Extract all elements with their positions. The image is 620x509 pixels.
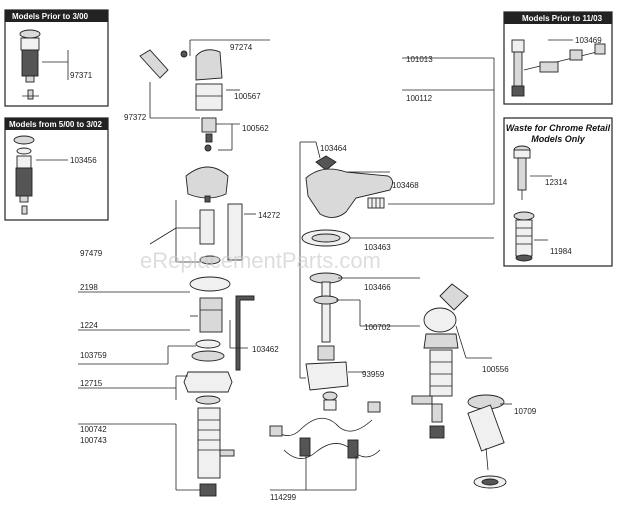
label-103456: 103456 — [70, 156, 97, 165]
inset-chrome-stopper — [513, 145, 531, 200]
label-103468: 103468 — [392, 181, 419, 190]
inset-prior-3-00-title: Models Prior to 3/00 — [12, 12, 89, 21]
inset-5-00-title: Models from 5/00 to 3/02 — [9, 120, 102, 129]
label-12715: 12715 — [80, 379, 103, 388]
inset-prior-11-03-title: Models Prior to 11/03 — [522, 14, 603, 23]
label-10709: 10709 — [514, 407, 537, 416]
spout-assembly — [301, 155, 393, 391]
part-labels: 97274 100567 97372 100562 101013 100112 … — [80, 43, 537, 502]
watermark: eReplacementParts.com — [140, 248, 381, 273]
label-100562: 100562 — [242, 124, 269, 133]
label-1224: 1224 — [80, 321, 98, 330]
handle-assembly — [139, 49, 255, 497]
inset-chrome-title-2: Models Only — [531, 134, 586, 144]
label-100567: 100567 — [234, 92, 261, 101]
inset-from-5-00-to-3-02: Models from 5/00 to 3/02 103456 — [4, 117, 109, 221]
label-11984: 11984 — [550, 247, 572, 256]
inset-prior-11-03: Models Prior to 11/03 103469 — [503, 11, 613, 105]
label-93959: 93959 — [362, 370, 385, 379]
label-100743: 100743 — [80, 436, 107, 445]
supply-hoses — [269, 391, 381, 491]
inset-5-00-cartridge — [13, 135, 35, 215]
label-114299: 114299 — [270, 493, 297, 502]
label-100702: 100702 — [364, 323, 391, 332]
label-103469: 103469 — [575, 36, 602, 45]
label-103759: 103759 — [80, 351, 107, 360]
label-103463: 103463 — [364, 243, 391, 252]
label-12314: 12314 — [545, 178, 568, 187]
popup-drain — [467, 394, 512, 489]
label-100742: 100742 — [80, 425, 107, 434]
label-97479: 97479 — [80, 249, 103, 258]
label-14272: 14272 — [258, 211, 281, 220]
inset-chrome-retail: Waste for Chrome Retail Models Only 1231… — [503, 117, 613, 267]
left-leader-lines — [78, 39, 270, 491]
inset-chrome-drain — [513, 211, 535, 262]
inset-prior-3-00-cartridge — [19, 29, 41, 100]
center-leader-lines — [299, 57, 495, 379]
label-97372: 97372 — [124, 113, 147, 122]
label-103464: 103464 — [320, 144, 347, 153]
label-2198: 2198 — [80, 283, 98, 292]
inset-11-03-popup-rod — [511, 39, 606, 97]
label-100112: 100112 — [406, 94, 433, 103]
right-handle-assembly — [411, 283, 492, 439]
inset-chrome-title-1: Waste for Chrome Retail — [506, 123, 611, 133]
label-97371: 97371 — [70, 71, 93, 80]
label-101013: 101013 — [406, 55, 433, 64]
label-100556: 100556 — [482, 365, 509, 374]
label-103466: 103466 — [364, 283, 391, 292]
label-103462: 103462 — [252, 345, 279, 354]
label-97274: 97274 — [230, 43, 253, 52]
inset-prior-3-00: Models Prior to 3/00 97371 — [4, 9, 109, 107]
